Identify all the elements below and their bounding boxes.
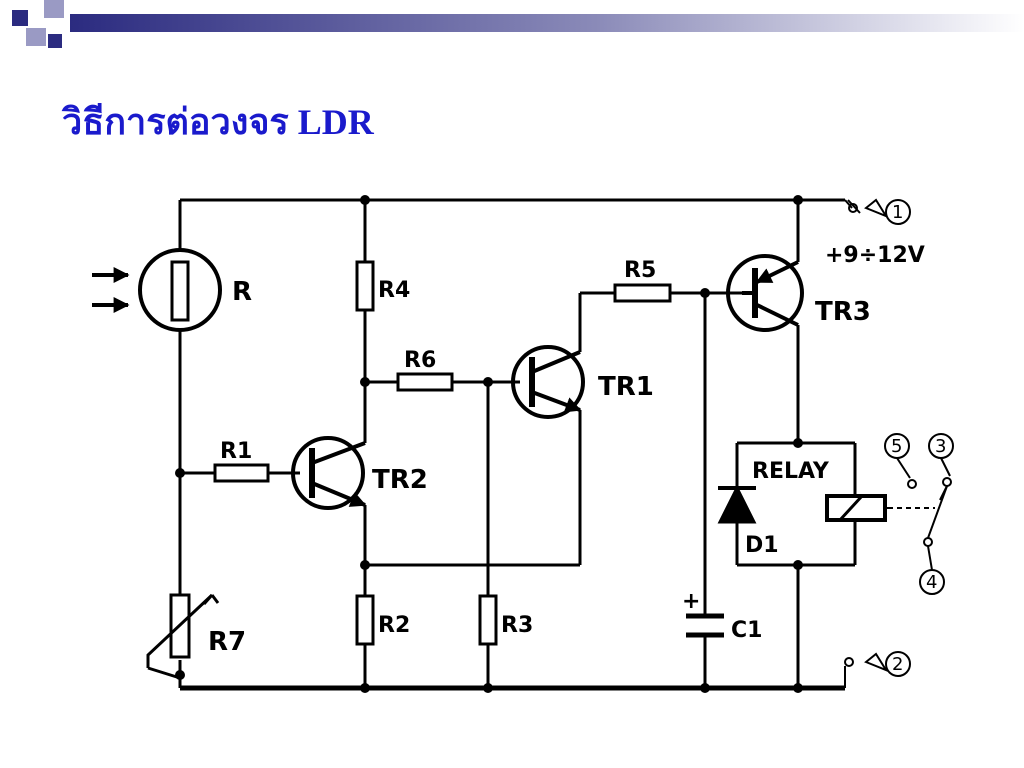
supply-voltage-label: +9÷12V: [825, 243, 925, 268]
r5-label: R5: [624, 258, 656, 283]
relay-label: RELAY: [752, 459, 830, 484]
terminal-4-number: 4: [926, 572, 937, 593]
c1-symbol: [686, 613, 724, 638]
terminal-1-symbol: [844, 198, 911, 225]
terminal-1-number: 1: [892, 202, 903, 223]
c1-label: C1: [731, 618, 762, 643]
terminal-5-number: 5: [891, 436, 902, 457]
r4-label: R4: [378, 278, 410, 303]
r3-label: R3: [501, 613, 533, 638]
title-banner: [12, 0, 1024, 48]
banner-square-3: [26, 28, 46, 46]
r7-label: R7: [208, 627, 246, 657]
terminal-3-number: 3: [935, 436, 946, 457]
tr3-symbol: [726, 254, 804, 332]
ldr-label: R: [232, 277, 252, 307]
tr2-symbol: [291, 436, 367, 510]
r1-symbol: [213, 463, 270, 483]
tr2-label: TR2: [372, 465, 428, 495]
tr3-label: TR3: [815, 297, 871, 327]
ldr-symbol: [92, 248, 222, 332]
d1-label: D1: [745, 533, 779, 558]
relay-coil-symbol: [825, 494, 887, 522]
r6-label: R6: [404, 348, 436, 373]
wires: [178, 198, 888, 691]
c1-polarity-label: +: [682, 589, 700, 614]
terminal-2-number: 2: [892, 654, 903, 675]
r2-label: R2: [378, 613, 410, 638]
junctions: [175, 195, 803, 693]
r5-symbol: [613, 283, 672, 303]
banner-square-1: [12, 10, 28, 26]
terminal-2-symbol: [844, 651, 911, 688]
r4-symbol: [355, 260, 375, 312]
slide-title: วิธีการต่อวงจร LDR: [62, 102, 374, 142]
r3-symbol: [478, 594, 498, 646]
r2-symbol: [355, 594, 375, 646]
r1-label: R1: [220, 439, 252, 464]
relay-contacts-symbol: [884, 433, 954, 595]
tr1-label: TR1: [598, 372, 654, 402]
banner-square-2: [44, 0, 64, 18]
d1-symbol: [717, 484, 757, 524]
tr1-symbol: [511, 345, 585, 419]
r7-symbol: [146, 593, 220, 680]
banner-square-4: [48, 34, 62, 48]
r6-symbol: [396, 372, 454, 392]
